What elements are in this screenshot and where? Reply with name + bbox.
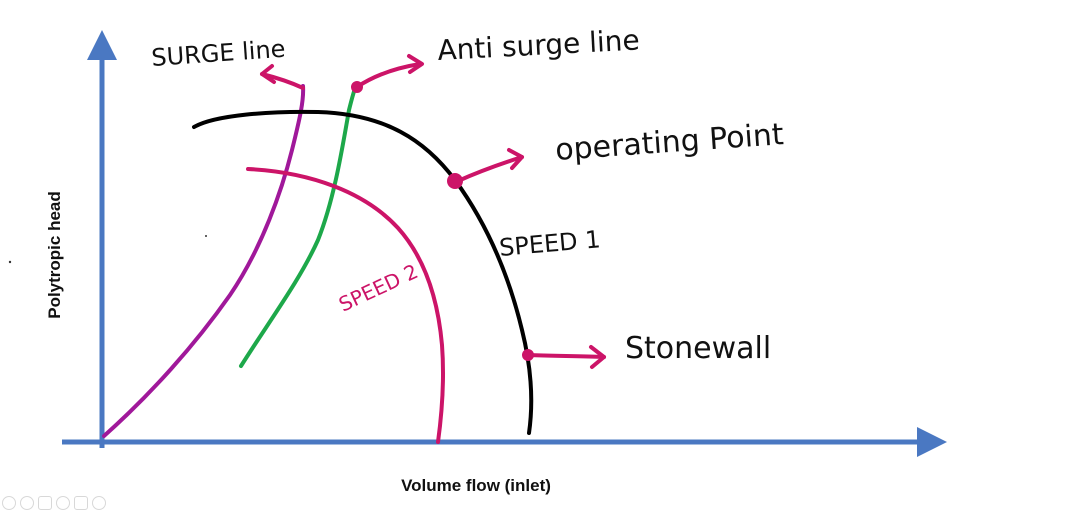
anti-surge-arrow bbox=[351, 54, 424, 93]
stray-dot bbox=[205, 235, 207, 237]
screen-icon[interactable] bbox=[74, 496, 88, 510]
operating-point-dot bbox=[447, 173, 463, 189]
surge-arrow bbox=[260, 64, 305, 90]
operating-point-arrow bbox=[447, 148, 524, 189]
speed-2-label: SPEED 2 bbox=[335, 259, 422, 316]
y-axis-label: Polytropic head bbox=[45, 191, 64, 319]
stonewall-label: Stonewall bbox=[625, 331, 771, 366]
zoom-icon[interactable] bbox=[56, 496, 70, 510]
x-axis-label: Volume flow (inlet) bbox=[401, 476, 551, 495]
surge-line-label: SURGE line bbox=[150, 35, 286, 72]
anti-surge-line-label: Anti surge line bbox=[437, 23, 641, 67]
pen-icon[interactable] bbox=[2, 496, 16, 510]
eraser-icon[interactable] bbox=[38, 496, 52, 510]
surge-line-curve bbox=[102, 84, 306, 438]
anti-surge-line-curve bbox=[239, 84, 358, 368]
stonewall-arrow bbox=[522, 345, 606, 369]
presentation-toolbar bbox=[0, 494, 106, 512]
more-icon[interactable] bbox=[92, 496, 106, 510]
highlighter-icon[interactable] bbox=[20, 496, 34, 510]
operating-point-label: operating Point bbox=[554, 117, 785, 168]
speed-1-label: SPEED 1 bbox=[498, 225, 601, 262]
stray-dot bbox=[8, 260, 12, 264]
speed-2-curve bbox=[246, 167, 446, 444]
